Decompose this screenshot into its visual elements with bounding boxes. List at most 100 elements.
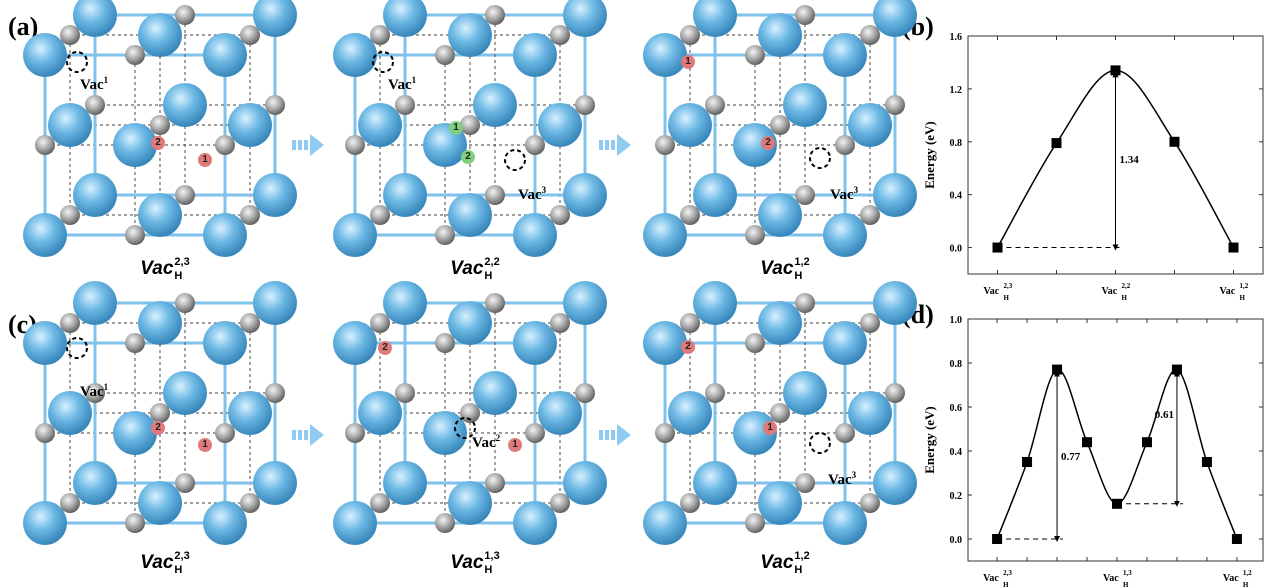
- metal-atom: [733, 123, 777, 167]
- vacancy-label: Vac3: [830, 185, 858, 204]
- metal-atom: [693, 281, 737, 325]
- y-tick-label: 0.8: [950, 138, 963, 149]
- caption-sub: H: [174, 270, 183, 282]
- hydrogen-atom: [745, 333, 765, 353]
- metal-atom: [138, 481, 182, 525]
- hydrogen-atom: [860, 493, 880, 513]
- x-tick-label-sup: 1,2: [1243, 569, 1252, 577]
- metal-atom: [163, 371, 207, 415]
- metal-atom: [423, 411, 467, 455]
- hydrogen-atom: [35, 135, 55, 155]
- vacancy-marker: [66, 337, 88, 359]
- vacancy-label-text: Vac: [828, 472, 852, 488]
- x-tick-label-sub: H: [1122, 294, 1128, 300]
- metal-atom: [563, 173, 607, 217]
- x-tick-label-sub: H: [1243, 581, 1249, 587]
- metal-atom: [333, 33, 377, 77]
- arrow-right-icon: [292, 424, 324, 446]
- metal-atom: [203, 321, 247, 365]
- hydrogen-atom: [680, 313, 700, 333]
- metal-atom: [203, 501, 247, 545]
- metal-atom: [823, 33, 867, 77]
- metal-atom: [513, 501, 557, 545]
- x-tick-label-sub: H: [1240, 294, 1246, 300]
- metal-atom: [848, 103, 892, 147]
- atom-number-marker: 1: [763, 421, 777, 435]
- x-tick-label: Vac: [1223, 573, 1239, 584]
- metal-atom: [23, 501, 67, 545]
- y-tick-label: 0.4: [950, 191, 963, 202]
- caption-sup: 2,3: [174, 256, 190, 268]
- x-tick-label: Vac: [984, 286, 1000, 297]
- metal-atom: [758, 301, 802, 345]
- metal-atom: [358, 391, 402, 435]
- metal-atom: [73, 173, 117, 217]
- metal-atom: [138, 301, 182, 345]
- hydrogen-atom: [745, 45, 765, 65]
- hydrogen-atom: [550, 313, 570, 333]
- hydrogen-atom: [150, 115, 170, 135]
- caption-sub: H: [174, 564, 183, 576]
- vacancy-label: Vac1: [388, 75, 416, 94]
- metal-atom: [138, 193, 182, 237]
- hydrogen-atom: [550, 25, 570, 45]
- vacancy-label-text: Vac: [518, 187, 542, 203]
- hydrogen-atom: [215, 135, 235, 155]
- vacancy-label-text: Vac: [80, 384, 104, 400]
- hydrogen-atom: [175, 293, 195, 313]
- caption-sub: H: [794, 564, 803, 576]
- caption-base: Vac: [140, 258, 174, 280]
- x-tick-label: Vac: [1220, 286, 1236, 297]
- metal-atom: [873, 173, 917, 217]
- atom-number-marker: 1: [198, 438, 212, 452]
- hydrogen-atom: [460, 115, 480, 135]
- vacancy-label: Vac1: [80, 75, 108, 94]
- data-point: [1051, 138, 1062, 149]
- caption-sup: 1,3: [484, 550, 500, 562]
- hydrogen-atom: [835, 135, 855, 155]
- x-tick-label-sup: 1,3: [1123, 569, 1132, 577]
- arrow-right-icon: [599, 134, 631, 156]
- plot-frame: [967, 318, 1264, 562]
- x-tick-label-sub: H: [1123, 581, 1129, 587]
- data-point: [1111, 498, 1122, 509]
- hydrogen-atom: [435, 225, 455, 245]
- arrow-right-icon: [292, 134, 324, 156]
- hydrogen-atom: [60, 313, 80, 333]
- metal-atom: [538, 391, 582, 435]
- metal-atom: [823, 213, 867, 257]
- metal-atom: [473, 83, 517, 127]
- caption-base: Vac: [450, 552, 484, 574]
- vacancy-marker: [809, 432, 831, 454]
- metal-atom: [848, 391, 892, 435]
- barrier-value: 0.61: [1155, 409, 1174, 421]
- metal-atom: [758, 193, 802, 237]
- atom-number-marker: 2: [378, 341, 392, 355]
- metal-atom: [333, 213, 377, 257]
- caption-base: Vac: [450, 258, 484, 280]
- hydrogen-atom: [175, 473, 195, 493]
- metal-atom: [448, 301, 492, 345]
- hydrogen-atom: [345, 423, 365, 443]
- hydrogen-atom: [265, 95, 285, 115]
- atom-number-marker: 1: [681, 55, 695, 69]
- x-tick-label-sub: H: [1003, 581, 1009, 587]
- metal-atom: [758, 481, 802, 525]
- hydrogen-atom: [860, 313, 880, 333]
- vacancy-label-index: 1: [411, 75, 417, 85]
- x-tick-label-sup: 1,2: [1240, 282, 1249, 290]
- y-tick-label: 1.6: [950, 32, 963, 43]
- hydrogen-atom: [240, 205, 260, 225]
- metal-atom: [253, 461, 297, 505]
- hydrogen-atom: [265, 383, 285, 403]
- hydrogen-atom: [370, 205, 390, 225]
- vacancy-marker: [504, 149, 526, 171]
- vacancy-label-text: Vac: [388, 77, 412, 93]
- hydrogen-atom: [485, 5, 505, 25]
- vacancy-label-index: 1: [103, 75, 109, 85]
- metal-atom: [253, 173, 297, 217]
- y-tick-label: 1.2: [950, 85, 963, 96]
- data-point: [1171, 364, 1182, 375]
